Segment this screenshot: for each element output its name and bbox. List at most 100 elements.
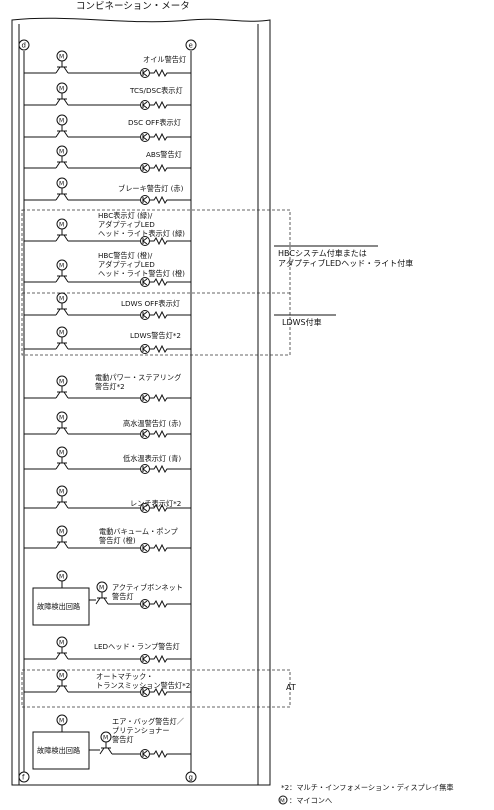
- lamp-label: ABS警告灯: [146, 150, 182, 159]
- resistor: [150, 687, 191, 697]
- svg-text:M: M: [59, 640, 64, 647]
- transistor-switch: [55, 308, 69, 316]
- micon-symbol: M: [56, 177, 68, 194]
- fault-circuit-1: 故障検出回路: [32, 587, 90, 626]
- lamp-label: 電動バキューム・ポンプ: [99, 527, 178, 536]
- ldws-group-label: LDWS付車: [282, 317, 322, 327]
- transistor-switch: [55, 234, 69, 242]
- lamp-row: M LDWS OFF表示灯: [24, 292, 191, 320]
- svg-text:M: M: [59, 149, 64, 156]
- node-g: g: [185, 771, 197, 783]
- indicator-lamp: [140, 687, 150, 697]
- indicator-lamp: [140, 503, 150, 513]
- diagram-title: コンビネーション・メータ: [76, 1, 190, 12]
- micon-symbol: M: [56, 259, 68, 276]
- indicator-lamp: [140, 654, 150, 664]
- lamp-label: LDWS OFF表示灯: [121, 299, 180, 308]
- svg-text:M: M: [59, 450, 64, 457]
- transistor-switch: [55, 391, 69, 399]
- micon-symbol: M: [56, 82, 68, 99]
- resistor: [150, 344, 191, 354]
- micon-symbol: M: [56, 411, 68, 428]
- transistor-switch: [55, 130, 69, 138]
- footnote-2: *2：マルチ・インフォメーション・ディスプレイ無車: [281, 783, 454, 792]
- micon-symbol: M: [56, 669, 68, 686]
- indicator-lamp: [140, 132, 150, 142]
- at-group-label: AT: [286, 683, 296, 692]
- svg-text:M: M: [59, 54, 64, 61]
- lamp-label: オートマチック・: [96, 672, 153, 681]
- lamp-label: オイル警告灯: [143, 55, 186, 64]
- lamp-label: LEDヘッド・ランプ警告灯: [94, 642, 180, 651]
- resistor: [150, 132, 191, 142]
- transistor-switch: [55, 161, 69, 169]
- resistor: [150, 429, 191, 439]
- micon-symbol: M: [56, 292, 68, 309]
- lamp-label: HBC警告灯 (橙)/: [98, 251, 153, 260]
- lamp-label: TCS/DSC表示灯: [129, 86, 183, 95]
- lamp-label: ブレーキ警告灯 (赤): [118, 184, 184, 193]
- hbc-group-box: [21, 209, 291, 356]
- indicator-lamp: [140, 195, 150, 205]
- lamp-label: エア・バッグ警告灯／: [112, 717, 184, 726]
- indicator-lamp: [140, 393, 150, 403]
- hbc-group-label-1: HBCシステム付車または: [278, 248, 367, 258]
- fault-circuit-2: 故障検出回路: [32, 731, 90, 770]
- svg-text:d: d: [22, 42, 26, 50]
- transistor-switch: [55, 685, 69, 693]
- indicator-lamp: [140, 100, 150, 110]
- resistor: [150, 277, 191, 287]
- fault-micon-symbol: M: [56, 714, 68, 732]
- svg-text:f: f: [22, 774, 25, 782]
- indicator-lamp: [140, 163, 150, 173]
- transistor-switch: [55, 66, 69, 74]
- micon-symbol: M: [56, 375, 68, 392]
- lamp-label: アダプティブLED: [98, 220, 155, 229]
- svg-text:M: M: [59, 529, 64, 536]
- indicator-lamp: [140, 68, 150, 78]
- at-group-box: [21, 669, 291, 708]
- transistor-switch: [55, 462, 69, 470]
- resistor: [150, 599, 191, 609]
- micon-symbol: M: [56, 114, 68, 131]
- transistor-switch: [55, 275, 69, 283]
- indicator-lamp: [140, 599, 150, 609]
- lamp-label: レンチ表示灯*2: [130, 499, 181, 508]
- indicator-lamp: [140, 236, 150, 246]
- lamp-label: HBC表示灯 (緑)/: [98, 211, 153, 220]
- lamp-label: 警告灯 (橙): [99, 536, 136, 545]
- lamp-label: 警告灯: [112, 735, 134, 744]
- micon-symbol: M: [100, 731, 112, 748]
- resistor: [150, 68, 191, 78]
- lamp-label: 電動パワー・ステアリング: [95, 373, 181, 382]
- svg-text:：マイコンへ: ：マイコンへ: [289, 796, 332, 805]
- svg-text:M: M: [59, 296, 64, 303]
- micon-symbol: M: [56, 50, 68, 67]
- resistor: [150, 163, 191, 173]
- resistor: [150, 236, 191, 246]
- transistor-switch: [55, 501, 69, 509]
- svg-text:M: M: [59, 330, 64, 337]
- svg-text:M: M: [59, 489, 64, 496]
- micon-symbol: M: [56, 485, 68, 502]
- indicator-lamp: [140, 277, 150, 287]
- transistor-switch: [55, 98, 69, 106]
- lamp-label: プリテンショナー: [112, 726, 170, 735]
- resistor: [150, 393, 191, 403]
- lamp-row: M ブレーキ警告灯 (赤): [24, 177, 191, 205]
- resistor: [150, 464, 191, 474]
- svg-text:M: M: [99, 585, 104, 592]
- micon-symbol: M: [56, 145, 68, 162]
- resistor: [150, 749, 191, 759]
- lamp-row: M オイル警告灯: [24, 50, 191, 78]
- transistor-switch: [55, 652, 69, 660]
- indicator-lamp: [140, 344, 150, 354]
- lamp-label: LDWS警告灯*2: [130, 331, 181, 340]
- svg-text:M: M: [59, 379, 64, 386]
